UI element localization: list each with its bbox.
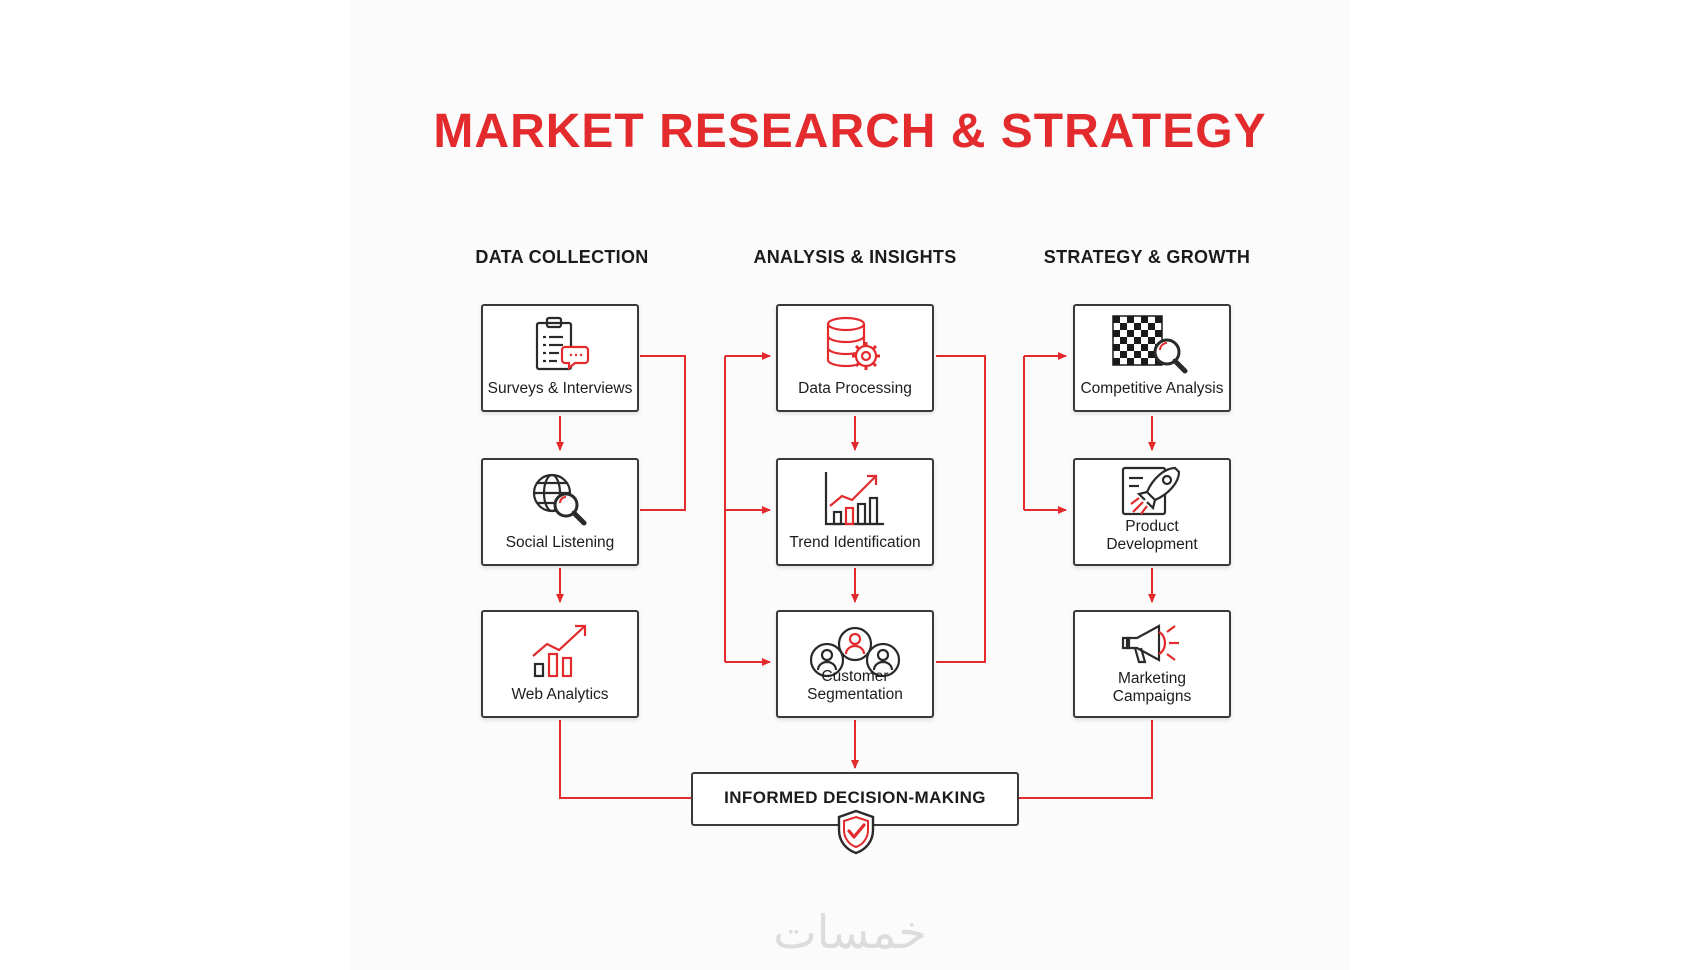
board-square [1113,316,1120,323]
board-square [1127,316,1134,323]
node-surveys-interviews: Surveys & Interviews [481,304,639,412]
trend-chart-icon [778,468,932,530]
database-gear-icon [778,314,932,376]
connector [559,720,691,799]
node-label: Customer Segmentation [807,668,903,703]
decision-label: INFORMED DECISION-MAKING [724,788,986,807]
board-square [1127,330,1134,337]
bar-chart-trend-icon [483,620,637,682]
board-square [1141,330,1148,337]
column-heading-analysis-insights: ANALYSIS & INSIGHTS [753,247,957,267]
connector [640,355,686,511]
column-heading-data-collection: DATA COLLECTION [475,247,649,267]
megaphone-icon [1075,616,1229,672]
board-square [1134,323,1141,330]
label-line: Campaigns [1112,688,1192,705]
board-square [1155,316,1162,323]
board-square [1113,330,1120,337]
label-line: Product [1125,518,1179,535]
node-customer-segmentation: Customer Segmentation [776,610,934,718]
board-square [1113,358,1120,365]
node-label: Trend Identification [789,534,921,551]
board-square [1120,351,1127,358]
node-web-analytics: Web Analytics [481,610,639,718]
node-trend-identification: Trend Identification [776,458,934,566]
page-title: MARKET RESEARCH & STRATEGY [433,105,1267,158]
board-square [1134,337,1141,344]
board-square [1120,337,1127,344]
board-square [1141,316,1148,323]
node-label: Marketing Campaigns [1077,670,1227,706]
node-marketing-campaigns: Marketing Campaigns [1073,610,1231,718]
board-square [1148,351,1155,358]
watermark: خمسات [773,905,927,959]
connector [1019,720,1153,799]
node-label: Product Development [1077,518,1227,554]
board-square [1155,330,1162,337]
checkerboard-magnifier-icon [1075,314,1229,376]
rocket-document-icon [1075,464,1229,520]
board-square [1134,351,1141,358]
board-square [1120,323,1127,330]
node-data-processing: Data Processing [776,304,934,412]
node-label: Web Analytics [511,686,609,703]
shield-check-icon [834,808,878,856]
board-square [1148,337,1155,344]
column-heading-strategy-growth: STRATEGY & GROWTH [1043,247,1251,267]
node-competitive-analysis: Competitive Analysis [1073,304,1231,412]
node-label: Social Listening [505,534,615,551]
board-square [1141,344,1148,351]
clipboard-chat-icon [483,314,637,376]
node-social-listening: Social Listening [481,458,639,566]
label-line: Development [1106,536,1198,553]
connector [936,355,986,663]
board-square [1127,358,1134,365]
node-label: Competitive Analysis [1080,380,1224,397]
node-label: Surveys & Interviews [487,380,633,397]
board-square [1148,323,1155,330]
globe-search-icon [483,468,637,530]
node-label: Data Processing [798,380,912,397]
user-group-icon [778,620,932,682]
board-square [1113,344,1120,351]
node-product-development: Product Development [1073,458,1231,566]
label-line: Marketing [1117,670,1187,687]
board-square [1127,344,1134,351]
board-square [1141,358,1148,365]
